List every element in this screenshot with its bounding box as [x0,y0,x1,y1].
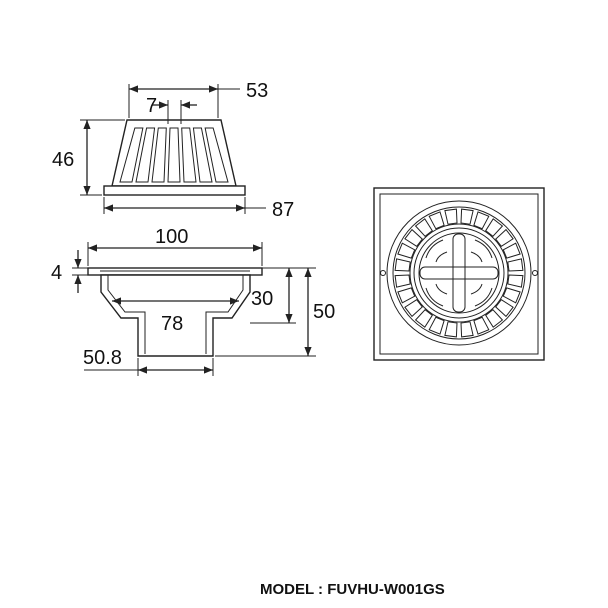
ring-slot [502,287,521,304]
ring-slot [473,316,490,335]
ring-slot [507,274,524,288]
ring-slot [473,211,490,230]
ring-slot [397,287,416,304]
ring-slot [404,228,423,247]
ring-slot [485,218,504,237]
ring-slot [397,242,416,259]
grate-top-view [373,187,545,361]
ring-slot [495,299,514,318]
ring-slot [428,211,445,230]
dim-dome-base-width: 87 [272,199,294,221]
ring-slot [507,258,524,272]
ring-slot [428,316,445,335]
ring-slot [394,258,411,272]
dim-slot-width: 7 [146,95,157,117]
dim-flange-thickness: 4 [51,262,62,284]
dome-slot [204,127,229,183]
dome-slots [119,127,229,183]
ring-slot [495,228,514,247]
dome-slot [135,127,156,183]
ring-slot [404,299,423,318]
ring-slot [444,321,458,338]
dim-total-height: 50 [313,301,335,323]
dome-slot [151,127,167,183]
dim-dome-top-width: 53 [246,80,268,102]
ring-slot [460,321,474,338]
dome-slot [192,127,213,183]
grate-ring-slots [394,208,524,338]
ring-slot [502,242,521,259]
ring-slot [444,208,458,225]
model-label: MODEL : FUVHU-W001GS [260,581,445,598]
dome-slot [167,127,181,183]
ring-slot [460,208,474,225]
ring-slot [414,309,433,328]
dome-slot [181,127,197,183]
dim-dome-height: 46 [52,149,74,171]
ring-slot [414,218,433,237]
drain-body-section-view: 100 4 78 30 50 50.8 [51,226,335,376]
dim-body-depth: 30 [251,288,273,310]
dim-outlet-diameter: 50.8 [83,347,122,369]
dim-body-inner-width: 78 [161,313,183,335]
dome-slot [119,127,144,183]
grate-inner-bars [418,232,500,314]
dim-flange-width: 100 [155,226,188,248]
ring-slot [394,274,411,288]
dome-strainer-side-view: 53 7 46 87 [52,80,294,221]
ring-slot [485,309,504,328]
